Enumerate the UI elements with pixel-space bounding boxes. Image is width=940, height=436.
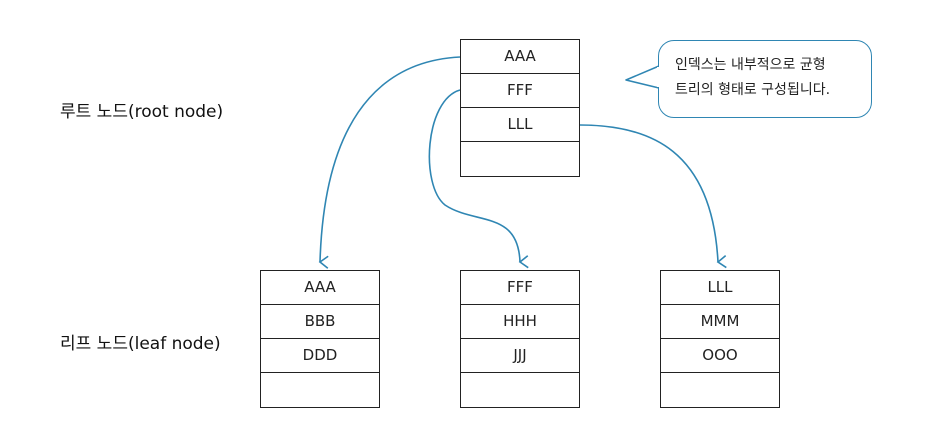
leaf-node-2: FFF HHH JJJ xyxy=(460,270,580,408)
callout-tail xyxy=(625,65,660,89)
leaf-node-cell xyxy=(261,373,379,407)
arrow-root-aaa-to-leaf-1 xyxy=(318,56,461,269)
arrow-root-fff-to-leaf-2 xyxy=(428,89,529,269)
root-node-cell: AAA xyxy=(461,40,579,74)
leaf-node-cell: LLL xyxy=(661,271,779,305)
root-node-label: 루트 노드(root node) xyxy=(60,102,224,122)
leaf-node-cell: BBB xyxy=(261,305,379,339)
leaf-node-cell xyxy=(461,373,579,407)
callout-line-2: 트리의 형태로 구성됩니다. xyxy=(675,82,831,98)
callout-line-1: 인덱스는 내부적으로 균형 xyxy=(675,57,826,73)
leaf-node-cell: FFF xyxy=(461,271,579,305)
root-node-cell xyxy=(461,142,579,176)
callout-bubble: 인덱스는 내부적으로 균형 트리의 형태로 구성됩니다. xyxy=(658,40,872,118)
arrow-root-lll-to-leaf-3 xyxy=(579,124,727,269)
leaf-node-1: AAA BBB DDD xyxy=(260,270,380,408)
root-node-cell: LLL xyxy=(461,108,579,142)
leaf-node-cell xyxy=(661,373,779,407)
root-node: AAA FFF LLL xyxy=(460,39,580,177)
callout-tail-joint xyxy=(657,67,661,87)
leaf-node-cell: AAA xyxy=(261,271,379,305)
leaf-node-cell: DDD xyxy=(261,339,379,373)
leaf-node-cell: JJJ xyxy=(461,339,579,373)
leaf-node-cell: OOO xyxy=(661,339,779,373)
leaf-node-3: LLL MMM OOO xyxy=(660,270,780,408)
root-node-cell: FFF xyxy=(461,74,579,108)
leaf-node-cell: MMM xyxy=(661,305,779,339)
leaf-node-label: 리프 노드(leaf node) xyxy=(60,334,221,354)
leaf-node-cell: HHH xyxy=(461,305,579,339)
